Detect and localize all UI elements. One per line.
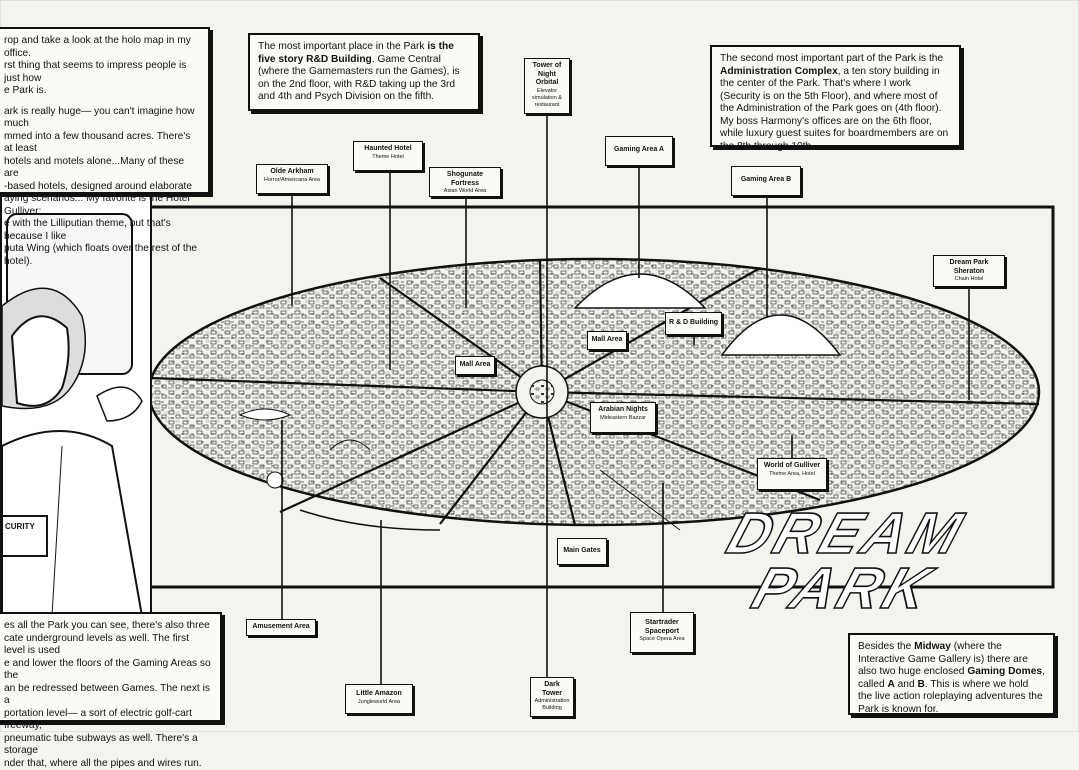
haunted-hotel-text: Haunted Hotel [357, 145, 419, 154]
olde-arkham-sub: Horror/Americana Area [260, 177, 324, 184]
dark-tower-text: Dark Tower [534, 681, 570, 698]
gulliver-sub: Theme Area, Hotel [761, 471, 823, 478]
domes-bold: Gaming Domes [967, 666, 1042, 677]
intro-line: -based hotels, designed around elaborate [4, 181, 200, 194]
label-main-gates: Main Gates [557, 538, 607, 565]
logo-line-park: PARK [745, 556, 942, 621]
shogunate-sub: Asian World Area [433, 188, 497, 195]
midway-text-box: Besides the Midway (where the Interactiv… [848, 633, 1055, 715]
dream-park-logo: DREAM [721, 505, 973, 563]
dome-b-bold: B [917, 679, 924, 690]
label-rd-building: R & D Building [665, 312, 722, 335]
label-startrader-spaceport: Startrader Spaceport Space Opera Area [630, 612, 694, 653]
dark-tower-sub2: Building [534, 705, 570, 712]
label-dream-park-sheraton: Dream Park Sheraton Chain Hotel [933, 255, 1005, 287]
startrader-sub: Space Opera Area [634, 636, 690, 643]
tower-sub-2: simulation & [528, 95, 566, 102]
admin-text-1: The second most important part of the Pa… [720, 53, 943, 64]
sheraton-sub: Chain Hotel [937, 276, 1001, 283]
underground-line: nder that, where all the pipes and wires… [4, 758, 212, 770]
midway-bold: Midway [914, 641, 951, 652]
label-haunted-hotel: Haunted Hotel Theme Hotel [353, 141, 423, 171]
haunted-hotel-sub: Theme Hotel [357, 154, 419, 161]
label-little-amazon: Little Amazon Jungleworld Area [345, 684, 413, 714]
olde-arkham-text: Olde Arkham [260, 168, 324, 177]
tower-sub-3: restaurant [528, 102, 566, 109]
intro-line: puta Wing (which floats over the rest of… [4, 243, 200, 268]
admin-complex-text-box: The second most important part of the Pa… [710, 45, 961, 147]
admin-text-bold: Administration Complex [720, 66, 838, 77]
mall-area-text: Mall Area [591, 336, 623, 345]
label-mall-area: Mall Area [455, 356, 495, 375]
shogunate-text: Shogunate Fortress [433, 171, 497, 188]
rd-text-1: The most important place in the Park [258, 41, 427, 52]
underground-line: es all the Park you can see, there's als… [4, 620, 212, 633]
label-dark-tower: Dark Tower Administration Building [530, 677, 574, 717]
underground-line: pneumatic tube subways as well. There's … [4, 733, 212, 758]
main-gates-text: Main Gates [561, 547, 603, 556]
spaceport-text: Spaceport [634, 628, 690, 637]
little-amazon-text: Little Amazon [349, 690, 409, 699]
intro-line: hotels and motels alone...Many of these … [4, 156, 200, 181]
dark-tower-sub: Administration [534, 698, 570, 705]
label-gaming-area-a: Gaming Area A [605, 136, 673, 166]
arabian-sub: Mideastern Bazzar [594, 415, 652, 422]
tower-line-1: Tower of [528, 62, 566, 71]
intro-line: rst thing that seems to impress people i… [4, 60, 200, 85]
intro-line [4, 98, 200, 106]
midway-text-1: Besides the [858, 641, 914, 652]
gulliver-text: World of Gulliver [761, 462, 823, 471]
intro-line: mmed into a few thousand acres. There's … [4, 131, 200, 156]
intro-line: e with the Lilliputian theme, but that's… [4, 218, 200, 243]
label-gaming-area-b: Gaming Area B [731, 166, 801, 196]
intro-line: aying scenarios... My favorite is the Ho… [4, 193, 200, 218]
intro-text-box: rop and take a look at the holo map in m… [0, 27, 210, 194]
midway-text-4: and [895, 679, 918, 690]
badge-text: CURITY [5, 522, 35, 531]
admin-text-2: , a ten story building in the center of … [720, 66, 948, 152]
dream-park-logo: PARK [746, 560, 941, 618]
intro-line: rop and take a look at the holo map in m… [4, 35, 200, 60]
underground-text-box: es all the Park you can see, there's als… [0, 612, 222, 722]
startrader-text: Startrader [634, 619, 690, 628]
label-shogunate-fortress: Shogunate Fortress Asian World Area [429, 167, 501, 197]
underground-line: portation level— a sort of electric golf… [4, 708, 212, 733]
label-world-of-gulliver: World of Gulliver Theme Area, Hotel [757, 458, 827, 490]
underground-line: e and lower the floors of the Gaming Are… [4, 658, 212, 683]
little-amazon-sub: Jungleworld Area [349, 699, 409, 706]
tower-sub-1: Elevator [528, 88, 566, 95]
underground-line: an be redressed between Games. The next … [4, 683, 212, 708]
arabian-text: Arabian Nights [594, 406, 652, 415]
gaming-a-text: Gaming Area A [609, 146, 669, 155]
underground-line: cate underground levels as well. The fir… [4, 633, 212, 658]
gaming-b-text: Gaming Area B [735, 176, 797, 185]
rd-building-text: R & D Building [669, 319, 718, 328]
dome-a-bold: A [887, 679, 894, 690]
label-amusement-area: Amusement Area [246, 619, 316, 636]
tower-line-2: Night Orbital [528, 71, 566, 88]
amusement-text: Amusement Area [250, 623, 312, 632]
intro-line: e Park is. [4, 85, 200, 98]
intro-line: ark is really huge— you can't imagine ho… [4, 106, 200, 131]
rd-building-text-box: The most important place in the Park is … [248, 33, 480, 111]
label-olde-arkham: Olde Arkham Horror/Americana Area [256, 164, 328, 194]
sheraton-text: Dream Park Sheraton [937, 259, 1001, 276]
label-mall-area: Mall Area [587, 331, 627, 350]
label-arabian-nights: Arabian Nights Mideastern Bazzar [590, 402, 656, 433]
label-tower-of-night: Tower of Night Orbital Elevator simulati… [524, 58, 570, 114]
mall-area-text: Mall Area [459, 361, 491, 370]
